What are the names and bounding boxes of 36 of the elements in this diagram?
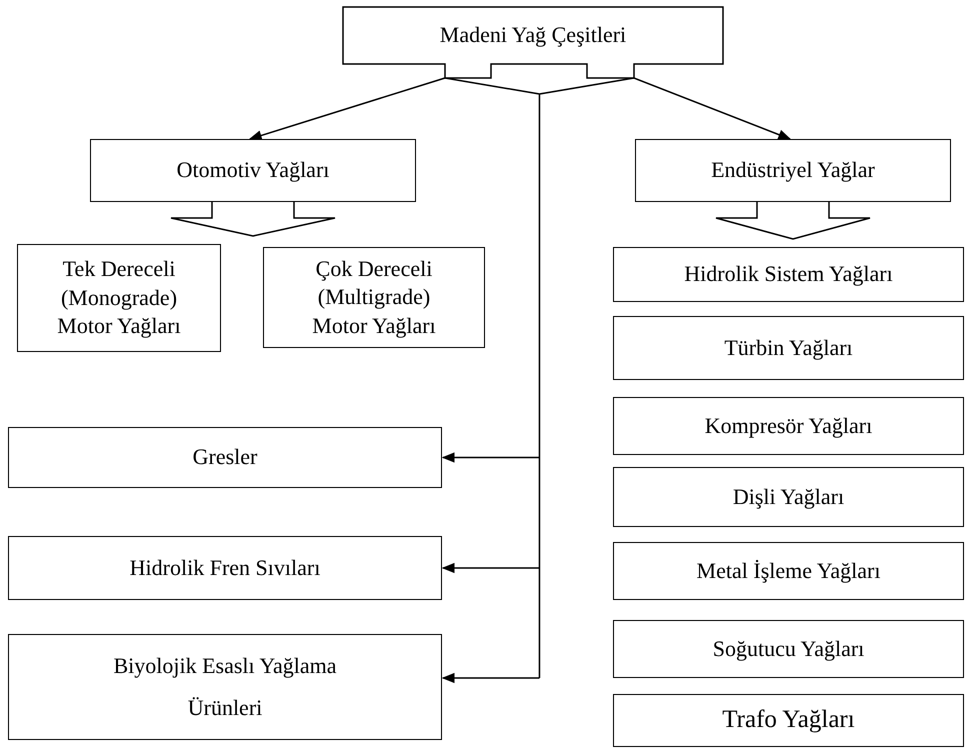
box-label: Türbin Yağları (724, 334, 853, 362)
box-label: Çok Dereceli (Multigrade) Motor Yağları (311, 254, 437, 340)
arrow (442, 562, 540, 574)
box-label: Madeni Yağ Çeşitleri (440, 21, 626, 50)
down-arrow (715, 201, 871, 240)
process-box (8, 427, 442, 488)
box-label: Gresler (192, 443, 258, 472)
arrow (442, 672, 540, 684)
box-label: Endüstriyel Yağlar (711, 156, 875, 184)
process-box (8, 634, 442, 740)
box-label: Tek Dereceli (Monograde) Motor Yağları (56, 255, 182, 340)
process-box (8, 536, 442, 600)
process-box (613, 316, 964, 380)
box-label: Hidrolik Sistem Yağları (684, 260, 893, 288)
process-box (613, 620, 964, 678)
box-label: Biyolojik Esaslı Yağlama Ürünleri (112, 652, 338, 722)
process-box (613, 467, 964, 527)
arrow (634, 77, 792, 140)
down-arrow (170, 201, 336, 237)
box-label: Soğutucu Yağları (712, 634, 864, 663)
process-box (263, 247, 485, 348)
process-box (613, 694, 964, 747)
arrow (442, 452, 540, 463)
process-box (635, 139, 951, 202)
process-box (613, 542, 964, 600)
box-label: Kompresör Yağları (704, 412, 872, 440)
process-box (613, 397, 964, 455)
process-box (17, 244, 221, 352)
box-label: Otomotiv Yağları (176, 156, 330, 184)
box-label: Metal İşleme Yağları (696, 556, 880, 585)
box-label: Trafo Yağları (722, 705, 855, 736)
process-box (90, 139, 416, 202)
arrow (248, 77, 446, 140)
box-label: Hidrolik Fren Sıvıları (130, 554, 320, 582)
process-box (613, 247, 964, 302)
box-label: Dişli Yağları (732, 482, 844, 511)
